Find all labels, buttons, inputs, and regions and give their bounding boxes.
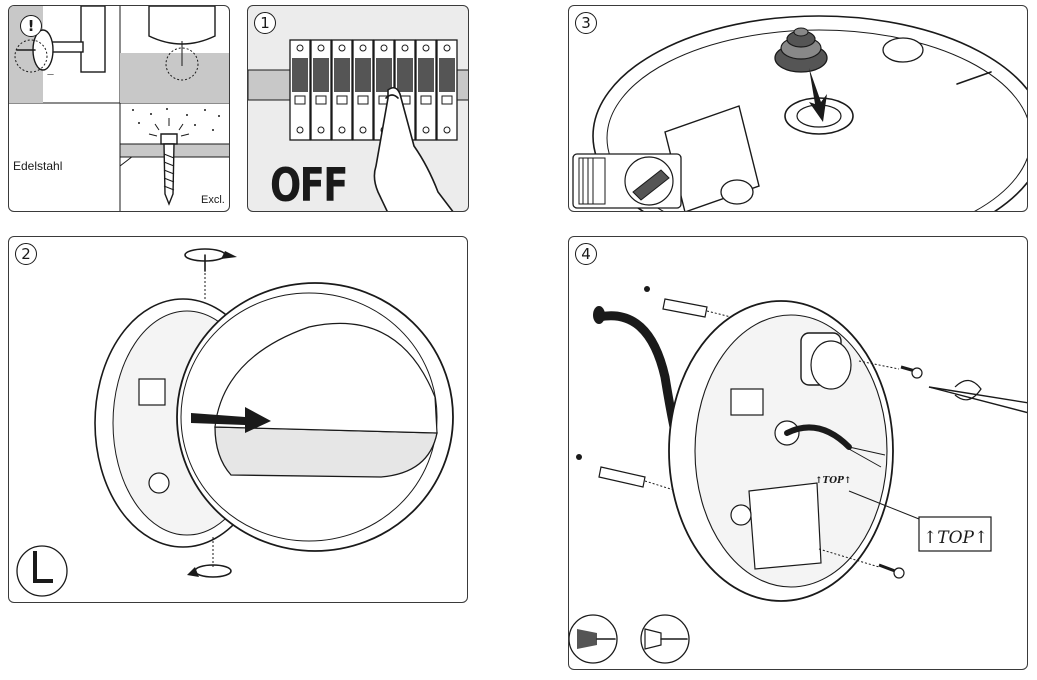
warning-mark: ! xyxy=(20,15,42,37)
excluded-label: Excl. xyxy=(201,194,225,206)
step1-illustration xyxy=(248,39,468,211)
step4-number: 4 xyxy=(575,243,597,265)
rotate-icon xyxy=(184,248,237,272)
step4-illustration xyxy=(569,286,1027,664)
arrow-icon xyxy=(191,407,271,433)
material-label: Edelstahl xyxy=(13,159,63,173)
svg-text:—: — xyxy=(47,70,54,78)
off-label: OFF xyxy=(270,158,348,212)
step2-number: 2 xyxy=(15,243,37,265)
step2-panel: 2 xyxy=(8,236,468,603)
top-label: ↑TOP↑ xyxy=(923,528,989,548)
hand-icon xyxy=(373,86,454,211)
wall-screw-icon xyxy=(14,6,106,73)
step1-panel: 1 OFF xyxy=(247,5,469,212)
step2-illustration xyxy=(16,248,454,597)
step4-panel: 4 xyxy=(568,236,1028,670)
cable-gland-icon xyxy=(774,27,828,122)
step3-illustration xyxy=(572,15,1027,211)
step3-number: 3 xyxy=(575,12,597,34)
warning-panel: ! — xyxy=(8,5,230,212)
warning-illustration: — xyxy=(9,6,229,211)
circuit-breaker-icon xyxy=(289,39,458,141)
step1-number: 1 xyxy=(254,12,276,34)
wall-plug-icon xyxy=(644,286,740,320)
anchor-screw-icon xyxy=(119,108,229,206)
hex-key-icon xyxy=(16,545,68,597)
top-mark: ↑TOP↑ xyxy=(815,476,852,486)
step3-panel: 3 xyxy=(568,5,1028,212)
cutter-icon xyxy=(572,153,682,209)
screwdriver-icon xyxy=(928,379,1027,414)
